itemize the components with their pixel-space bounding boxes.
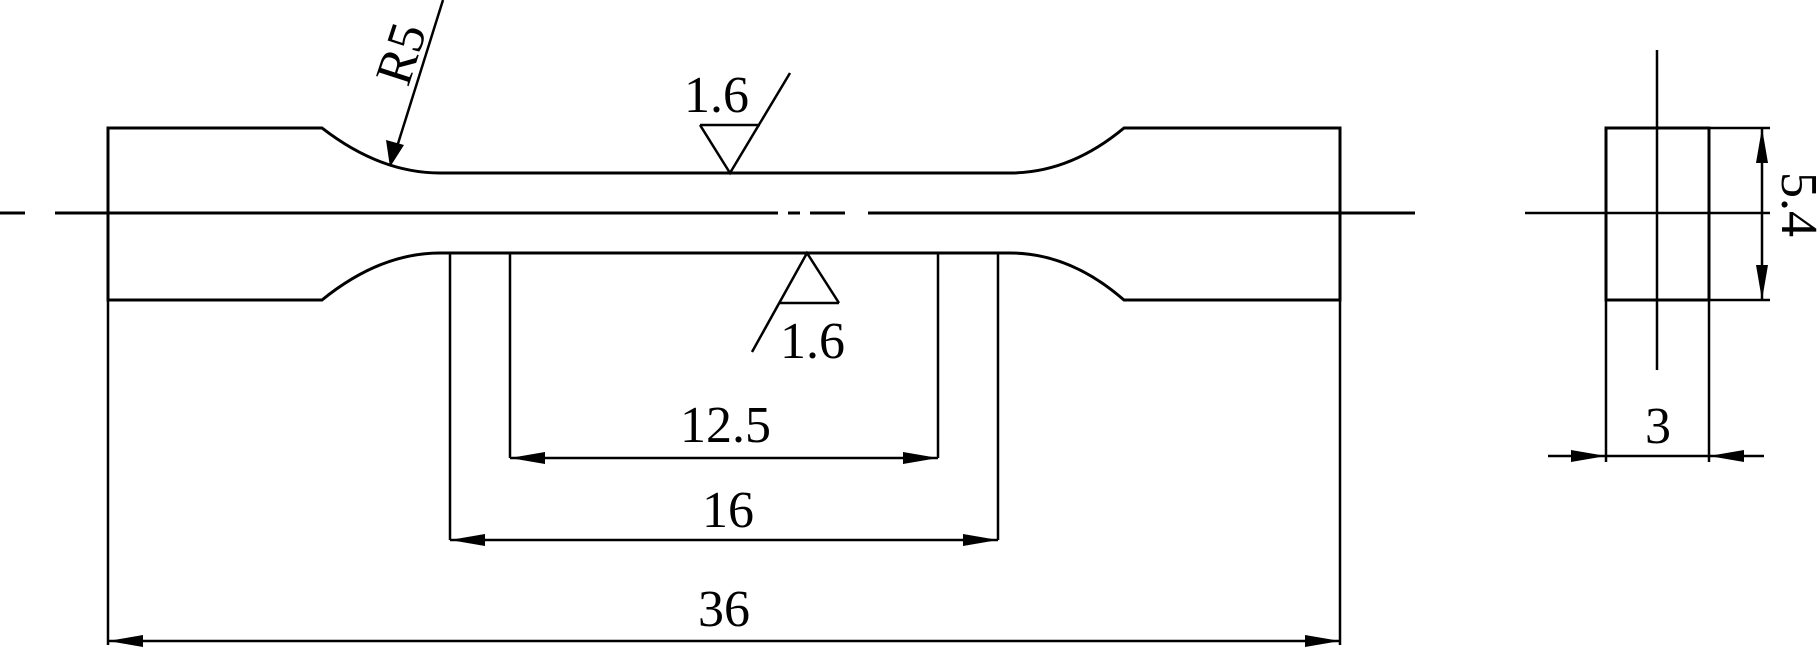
surface-finish-bottom: 1.6 xyxy=(750,250,845,370)
radius-leader: R5 xyxy=(365,0,445,167)
surface-finish-bottom-label: 1.6 xyxy=(780,313,845,370)
radius-label: R5 xyxy=(365,16,438,91)
surface-finish-top-label: 1.6 xyxy=(684,67,749,124)
extension-lines xyxy=(106,253,1342,645)
dimension-12-5: 12.5 xyxy=(510,397,938,464)
dimension-5-4: 5.4 xyxy=(1756,128,1819,300)
dimension-3: 3 xyxy=(1548,398,1764,462)
dimension-36: 36 xyxy=(108,581,1340,647)
dimension-12-5-label: 12.5 xyxy=(680,397,771,454)
dimension-3-label: 3 xyxy=(1645,398,1671,455)
side-view: 3 5.4 xyxy=(1525,50,1819,462)
dimension-16-label: 16 xyxy=(702,482,754,539)
dimension-16: 16 xyxy=(450,482,998,546)
dimension-5-4-label: 5.4 xyxy=(1770,172,1819,237)
surface-finish-top: 1.6 xyxy=(684,67,792,176)
front-view: R5 1.6 1.6 12.5 16 xyxy=(0,0,1415,647)
dimension-36-label: 36 xyxy=(698,581,750,638)
